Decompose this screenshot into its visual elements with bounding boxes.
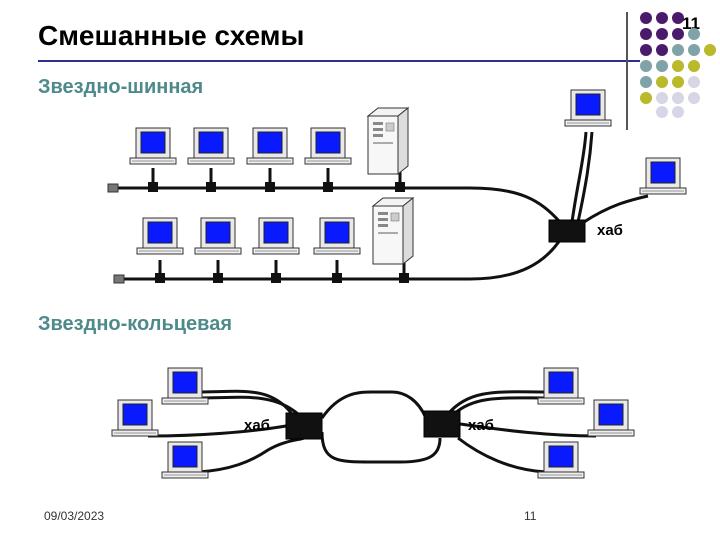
server-tower-icon — [367, 107, 409, 175]
footer-date: 09/03/2023 — [44, 509, 105, 523]
title-underline — [38, 60, 640, 62]
hub-cable-pc-top-b — [576, 131, 594, 223]
bus-terminator-1 — [107, 183, 119, 193]
server-tower-icon — [372, 197, 414, 265]
workstation-icon — [639, 157, 687, 195]
corner-divider — [626, 12, 628, 130]
workstation-icon — [187, 127, 235, 165]
hub-label-ring-right: хаб — [468, 417, 494, 434]
star-bus-section — [107, 131, 649, 284]
section-heading-star-ring: Звездно-кольцевая — [38, 313, 232, 335]
workstation-icon — [161, 441, 209, 479]
ring-cable-bottom — [320, 431, 442, 464]
workstation-icon — [161, 367, 209, 405]
hub-cable-pc-top — [570, 131, 588, 223]
hub-ring-left — [285, 412, 323, 440]
hub-ring-right — [423, 410, 461, 438]
hub-cable-pc-right — [583, 194, 649, 224]
ring-cable-top — [320, 390, 428, 419]
workstation-icon — [136, 217, 184, 255]
workstation-icon — [304, 127, 352, 165]
bus-terminator-2 — [113, 274, 125, 284]
workstation-icon — [564, 89, 612, 127]
workstation-icon — [129, 127, 177, 165]
hub-label-ring-left: хаб — [244, 417, 270, 434]
workstation-icon — [587, 399, 635, 437]
slide-title: Смешанные схемы — [38, 20, 305, 51]
section-heading-star-bus: Звездно-шинная — [38, 76, 204, 98]
workstation-icon — [111, 399, 159, 437]
hub-label-top: хаб — [597, 222, 623, 239]
bus-cable-1 — [116, 186, 562, 224]
workstation-icon — [252, 217, 300, 255]
workstation-icon — [194, 217, 242, 255]
bus-cable-2 — [120, 239, 562, 281]
star-ring-section — [147, 389, 597, 474]
footer-page-number: 11 — [524, 509, 537, 523]
workstation-icon — [537, 441, 585, 479]
hub-top — [548, 219, 586, 243]
corner-dot-grid — [640, 12, 716, 118]
workstation-icon — [313, 217, 361, 255]
workstation-icon — [246, 127, 294, 165]
workstation-icon — [537, 367, 585, 405]
